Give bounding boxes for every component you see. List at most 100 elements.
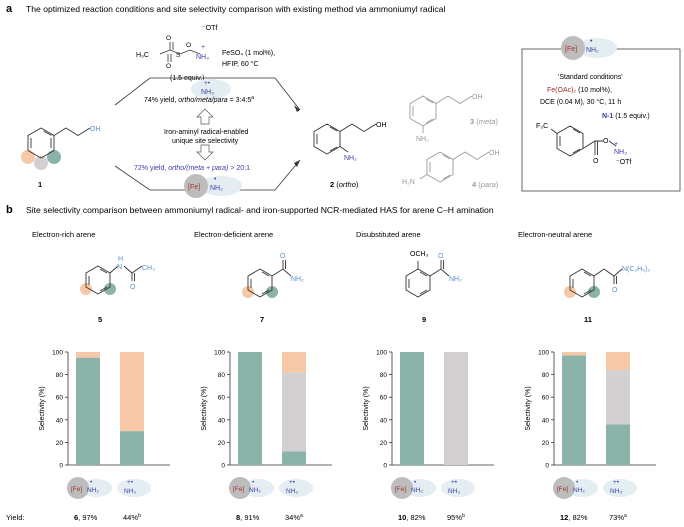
s7-nh2: NH₂ bbox=[291, 276, 304, 283]
n1-nh3: NH₃ bbox=[614, 149, 627, 156]
box-title: 'Standard conditions' bbox=[558, 74, 623, 81]
substrate-5-structure bbox=[80, 265, 143, 295]
bottom-iron-aminyl-icon bbox=[184, 174, 242, 198]
y-axis-label: Selectivity (%) bbox=[363, 386, 370, 430]
y-tick-label: 100 bbox=[52, 350, 63, 357]
y-tick-label: 20 bbox=[56, 440, 64, 447]
n1-otf: ⁻OTf bbox=[616, 159, 631, 166]
category-fe-label: [Fe] bbox=[71, 486, 82, 493]
ortho-product-oh: OH bbox=[376, 122, 387, 129]
category-radical-dot: • bbox=[252, 479, 255, 486]
compound-1-label: 1 bbox=[38, 180, 42, 189]
center-hollow-arrows bbox=[196, 108, 214, 161]
category-charge: +• bbox=[127, 479, 134, 486]
box-nh2-label: NH₂ bbox=[586, 47, 599, 54]
compound-label: 7 bbox=[260, 315, 264, 324]
s9-o: O bbox=[438, 253, 444, 260]
yield-value: 12, 82% bbox=[560, 513, 588, 522]
compound-label: 9 bbox=[422, 315, 426, 324]
s5-o: O bbox=[130, 284, 136, 291]
box-fe-label: [Fe] bbox=[565, 46, 577, 53]
ammoniumyl-blob-icon bbox=[603, 479, 637, 497]
category-fe-label: [Fe] bbox=[395, 486, 406, 493]
reagent-nh3: NH₃ bbox=[196, 54, 209, 61]
y-tick-label: 60 bbox=[56, 395, 64, 402]
ammoniumyl-reagent-structure bbox=[159, 42, 201, 62]
n1-plus: + bbox=[614, 141, 618, 148]
substrate-9-structure bbox=[405, 260, 450, 298]
yield-row-label: Yield: bbox=[6, 513, 24, 522]
sm-oh: OH bbox=[90, 126, 101, 133]
s11-nc2h5: N(C₂H₅)₂ bbox=[622, 266, 650, 273]
up-hollow-arrow-icon bbox=[196, 108, 214, 125]
substrate-11-structure bbox=[564, 268, 623, 298]
category-nh3-label: NH₃ bbox=[124, 488, 136, 495]
reagent-o-bottom: O bbox=[166, 63, 171, 70]
compound-3-label: 3 (meta) bbox=[470, 117, 498, 126]
ammoniumyl-blob-icon bbox=[117, 479, 151, 497]
bar-para-2 bbox=[606, 352, 630, 371]
iron-circle-icon bbox=[67, 477, 89, 499]
y-tick-label: 20 bbox=[218, 440, 226, 447]
s9-nh2: NH₂ bbox=[449, 276, 462, 283]
category-nh2-label: NH₂ bbox=[573, 487, 585, 494]
bottom-radical-dot: • bbox=[214, 176, 217, 183]
category-nh3-label: NH₃ bbox=[448, 488, 460, 495]
n1-reagent-structure bbox=[550, 125, 617, 157]
top-conditions-line1: FeSO₄ (1 mol%), bbox=[222, 50, 275, 57]
s11-o: O bbox=[612, 287, 618, 294]
bottom-fe-label: [Fe] bbox=[188, 184, 200, 191]
bar-meta-2 bbox=[606, 370, 630, 425]
y-tick-label: 0 bbox=[221, 463, 225, 470]
y-tick-label: 40 bbox=[218, 417, 226, 424]
box-catalyst-line: Fe(OAc)₂ (10 mol%), bbox=[547, 87, 612, 94]
category-nh2-label: NH₂ bbox=[411, 487, 423, 494]
yield-value: 73%a bbox=[609, 513, 627, 522]
reagent-s: S bbox=[176, 52, 181, 59]
top-arrow-head-icon bbox=[294, 105, 300, 112]
para-product-oh: OH bbox=[489, 150, 500, 157]
chart-4: Electron-neutral arene11020406080100Sele… bbox=[518, 230, 656, 522]
box-conditions-line2: DCE (0.04 M), 30 °C, 11 h bbox=[540, 98, 621, 106]
bar-para-2 bbox=[282, 352, 306, 373]
yield-value: 44%b bbox=[123, 513, 141, 522]
box-iron-aminyl-icon bbox=[577, 38, 617, 58]
y-tick-label: 100 bbox=[214, 350, 225, 357]
s7-o: O bbox=[280, 253, 286, 260]
category-radical-dot: • bbox=[576, 479, 579, 486]
reagent-equiv: (1.5 equiv.) bbox=[170, 75, 205, 82]
y-tick-label: 0 bbox=[383, 463, 387, 470]
reagent-o-link: O bbox=[186, 42, 191, 49]
chart-1: Electron-rich arene5020406080100Selectiv… bbox=[32, 230, 170, 522]
iron-circle-icon bbox=[229, 477, 251, 499]
s9-och3: OCH₃ bbox=[410, 251, 429, 258]
ortho-product-nh2: NH₂ bbox=[344, 155, 357, 162]
chart-2: Electron-deficient arene7020406080100Sel… bbox=[194, 230, 332, 522]
iron-circle-icon bbox=[553, 477, 575, 499]
y-tick-label: 20 bbox=[380, 440, 388, 447]
yield-value: 95%b bbox=[447, 513, 465, 522]
chart-title: Electron-rich arene bbox=[32, 230, 95, 239]
category-radical-dot: • bbox=[90, 479, 93, 486]
compound-label: 11 bbox=[584, 315, 592, 324]
selectivity-charts: Electron-rich arene5020406080100Selectiv… bbox=[32, 230, 656, 522]
reagent-methyl: H₃C bbox=[136, 52, 149, 59]
y-tick-label: 80 bbox=[542, 372, 550, 379]
bar-meta-2 bbox=[282, 372, 306, 452]
yield-value: 10, 82% bbox=[398, 513, 426, 522]
category-nh3-label: NH₃ bbox=[286, 488, 298, 495]
yield-value: 6, 97% bbox=[74, 513, 98, 522]
yield-value: 34%a bbox=[285, 513, 303, 522]
top-radical-charge: +• bbox=[204, 80, 211, 87]
s5-h: H bbox=[118, 256, 123, 263]
n1-oxygen: O bbox=[603, 138, 609, 145]
box-radical-dot: • bbox=[590, 38, 593, 45]
center-text-line1: Iron-aminyl radical-enabled bbox=[164, 129, 249, 136]
para-product-h2n: H₂N bbox=[402, 179, 415, 186]
bar-ortho-1 bbox=[562, 355, 586, 465]
y-tick-label: 100 bbox=[538, 350, 549, 357]
y-tick-label: 80 bbox=[56, 372, 64, 379]
meta-product-structure bbox=[409, 95, 473, 133]
y-tick-label: 80 bbox=[218, 372, 226, 379]
